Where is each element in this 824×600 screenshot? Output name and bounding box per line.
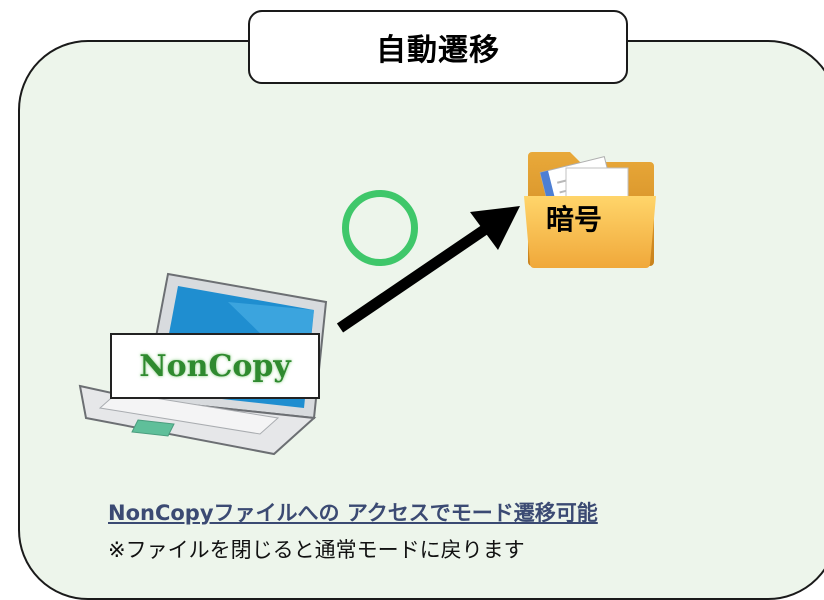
- title-box: 自動遷移: [248, 10, 628, 84]
- app-label-box: NonCopy: [110, 333, 320, 399]
- circle-ok-icon: [342, 190, 418, 266]
- folder-icon: [524, 152, 656, 268]
- arrow-icon: [336, 206, 520, 333]
- folder-label: 暗号: [546, 203, 603, 236]
- app-label: NonCopy: [139, 348, 291, 384]
- page-title: 自動遷移: [376, 33, 500, 68]
- background-panel: [18, 40, 824, 600]
- caption-note: ※ファイルを閉じると通常モードに戻ります: [108, 538, 525, 562]
- caption-main: NonCopyファイルへの アクセスでモード遷移可能: [108, 501, 598, 525]
